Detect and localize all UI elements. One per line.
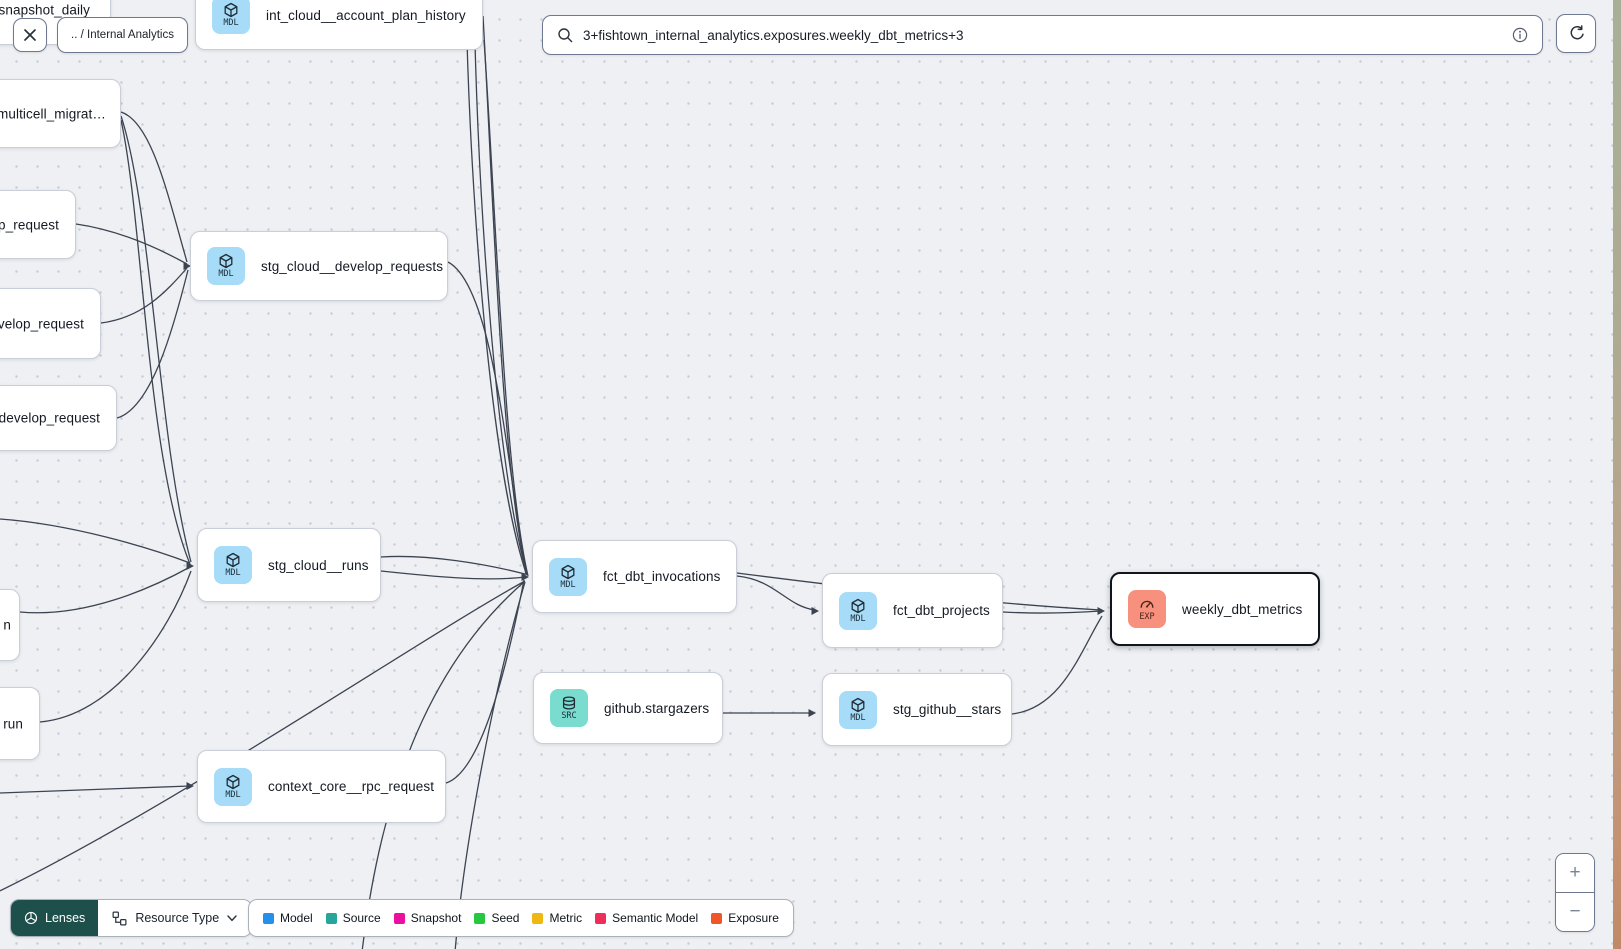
seed-swatch (474, 912, 486, 924)
node-label: multicell_migrat… (0, 106, 106, 121)
snapshot-swatch (393, 912, 405, 924)
legend-item-model: Model (263, 911, 313, 925)
resource-type-label: Resource Type (135, 911, 220, 925)
search-input[interactable]: 3+fishtown_internal_analytics.exposures.… (583, 27, 964, 43)
cube-icon (851, 697, 865, 712)
chevron-down-icon (227, 914, 237, 921)
source-badge: SRC (550, 689, 588, 727)
node-label: github.stargazers (604, 700, 710, 716)
graph-node-stg-github-stars[interactable]: MDL stg_github__stars (822, 673, 1012, 746)
node-label: p_request (0, 217, 59, 232)
node-label: fct_dbt_invocations (603, 569, 721, 584)
model-badge: MDL (839, 690, 877, 729)
graph-node-int-cloud-account-plan-history[interactable]: MDL int_cloud__account_plan_history (195, 0, 483, 50)
zoom-out-icon: − (1569, 901, 1581, 922)
node-label: n (3, 617, 11, 633)
graph-node-context-core-rpc-request[interactable]: MDL context_core__rpc_request (197, 750, 446, 823)
graph-node-github-stargazers[interactable]: SRC github.stargazers (533, 672, 723, 744)
cube-icon (226, 774, 240, 789)
cube-icon (226, 552, 240, 568)
lens-aperture-icon (24, 911, 38, 925)
zoom-controls: + − (1555, 853, 1595, 932)
node-label: stg_github__stars (893, 702, 1002, 717)
refresh-button[interactable] (1556, 14, 1596, 53)
graph-node-develop-request-1[interactable]: p_request (0, 190, 76, 259)
node-label: velop_request (0, 316, 84, 331)
model-badge: MDL (214, 546, 252, 584)
graph-node-cut-left-run[interactable]: run (0, 687, 40, 760)
node-label: snapshot_daily (0, 2, 90, 18)
lineage-edges (0, 0, 1103, 949)
node-label: weekly_dbt_metrics (1182, 601, 1303, 617)
graph-node-weekly-dbt-metrics[interactable]: EXP weekly_dbt_metrics (1110, 572, 1320, 646)
graph-node-develop-request-3[interactable]: develop_request (0, 385, 117, 451)
lenses-button[interactable]: Lenses (11, 900, 99, 936)
node-label: stg_cloud__develop_requests (261, 258, 444, 274)
breadcrumb[interactable]: .. / Internal Analytics (57, 17, 188, 53)
model-badge: MDL (549, 557, 587, 596)
legend-item-metric: Metric (532, 911, 582, 925)
node-label: int_cloud__account_plan_history (266, 7, 466, 23)
metric-swatch (532, 912, 544, 924)
lenses-label: Lenses (45, 911, 86, 925)
source-swatch (325, 912, 337, 924)
semantic-model-swatch (595, 912, 607, 924)
zoom-out-button[interactable]: − (1556, 893, 1594, 931)
model-badge: MDL (207, 247, 245, 285)
database-icon (562, 696, 576, 710)
exposure-badge: EXP (1128, 590, 1166, 628)
node-label: context_core__rpc_request (268, 779, 435, 794)
cube-icon (851, 598, 865, 613)
legend-item-snapshot: Snapshot (393, 911, 461, 925)
legend-item-source: Source (325, 911, 381, 925)
model-swatch (263, 912, 274, 924)
legend-item-exposure: Exposure (711, 911, 779, 925)
legend-item-semantic-model: Semantic Model (595, 911, 698, 925)
node-label: stg_cloud__runs (268, 557, 369, 573)
zoom-in-icon: + (1569, 862, 1581, 883)
legend-item-seed: Seed (474, 911, 519, 925)
node-label: develop_request (0, 410, 100, 426)
refresh-icon (1570, 25, 1584, 40)
graph-node-fct-dbt-invocations[interactable]: MDL fct_dbt_invocations (532, 540, 737, 613)
graph-node-fct-dbt-projects[interactable]: MDL fct_dbt_projects (822, 573, 1003, 648)
exposure-swatch (711, 912, 723, 924)
info-icon[interactable] (1512, 27, 1528, 43)
close-button[interactable] (13, 18, 47, 52)
graph-node-stg-cloud-develop-requests[interactable]: MDL stg_cloud__develop_requests (190, 231, 448, 301)
model-badge: MDL (839, 591, 877, 630)
cube-icon (561, 564, 575, 579)
model-badge: MDL (214, 767, 252, 806)
desktop-wallpaper-edge (1613, 0, 1621, 949)
lineage-search-bar[interactable]: 3+fishtown_internal_analytics.exposures.… (542, 15, 1543, 55)
close-icon (24, 29, 36, 41)
resource-type-icon (112, 911, 127, 925)
graph-node-stg-cloud-runs[interactable]: MDL stg_cloud__runs (197, 528, 381, 602)
zoom-in-button[interactable]: + (1556, 854, 1594, 893)
resource-type-dropdown[interactable]: Resource Type (98, 900, 252, 936)
cube-icon (219, 253, 233, 269)
node-label: fct_dbt_projects (893, 603, 990, 618)
graph-node-cut-left-1[interactable]: n (0, 589, 20, 661)
lineage-edge-arrowheads (183, 262, 1105, 790)
graph-node-develop-request-2[interactable]: velop_request (0, 288, 101, 359)
breadcrumb-label: .. / Internal Analytics (71, 29, 174, 41)
node-label: run (3, 716, 23, 731)
model-badge: MDL (212, 0, 250, 34)
gauge-icon (1140, 600, 1154, 608)
lenses-toolbar: Lenses Resource Type (10, 899, 253, 937)
resource-type-legend: Model Source Snapshot Seed Metric Semant… (248, 899, 794, 937)
cube-icon (224, 2, 238, 18)
graph-node-multicell-migration[interactable]: multicell_migrat… (0, 79, 121, 148)
search-icon (558, 28, 573, 43)
